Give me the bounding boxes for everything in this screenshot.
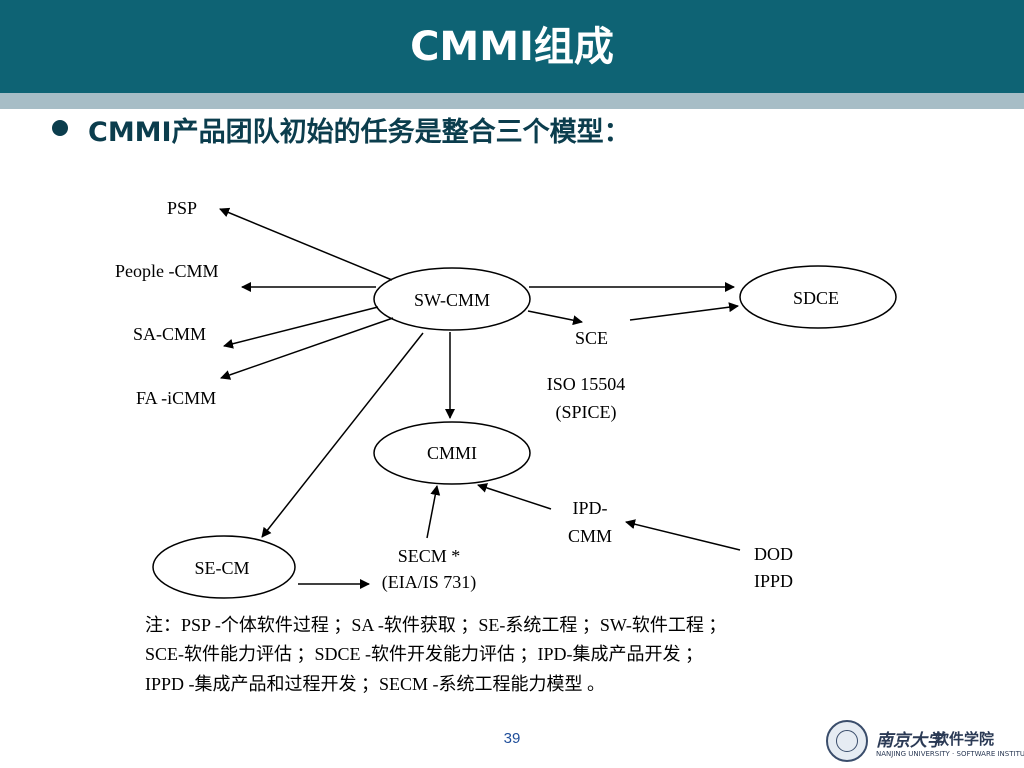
bullet-text: CMMI产品团队初始的任务是整合三个模型： xyxy=(88,117,631,148)
title-bar-stripe xyxy=(0,93,1024,109)
label-iso-15504: ISO 15504 xyxy=(547,374,626,394)
logo-department-name: 软件学院 xyxy=(934,730,995,748)
label-sw-cmm: SW-CMM xyxy=(414,290,490,310)
note-line-1: 注：PSP -个体软件过程 ；SA -软件获取 ；SE-系统工程 ；SW-软件工… xyxy=(145,615,727,635)
label-ipd: IPD- xyxy=(573,498,608,518)
cmmi-ellipse xyxy=(373,421,531,485)
logo-university-name: 南京大学 xyxy=(876,731,944,751)
label-sa-cmm: SA-CMM xyxy=(133,324,206,344)
note-line-3: IPPD -集成产品和过程开发 ；SECM -系统工程能力模型 。 xyxy=(145,674,606,694)
arrow-sw-to-secm xyxy=(261,332,424,538)
label-cmmi: CMMI xyxy=(427,443,477,463)
label-sce: SCE xyxy=(575,328,608,348)
page-number: 39 xyxy=(503,730,521,747)
se-cm-ellipse xyxy=(152,535,296,599)
arrow-sw-to-fa xyxy=(220,317,394,380)
label-ipd-cmm: CMM xyxy=(568,526,612,546)
university-logo: 南京大学 软件学院 NANJING UNIVERSITY · SOFTWARE … xyxy=(826,720,1024,766)
label-sdce: SDCE xyxy=(793,288,839,308)
arrow-sw-to-sa xyxy=(223,306,379,349)
note-line-2: SCE-软件能力评估 ；SDCE -软件开发能力评估 ；IPD-集成产品开发 ； xyxy=(145,644,704,664)
arrow-sw-to-psp xyxy=(219,207,393,281)
arrow-secm-to-cmmi xyxy=(426,485,441,539)
label-psp: PSP xyxy=(167,198,197,218)
title-bar xyxy=(0,0,1024,93)
label-eia-is-731: (EIA/IS 731) xyxy=(382,572,476,593)
label-fa-icmm: FA -iCMM xyxy=(136,388,216,408)
label-spice: (SPICE) xyxy=(555,402,616,423)
label-people-cmm: People -CMM xyxy=(115,261,219,281)
arrow-sw-to-sce xyxy=(527,310,583,326)
arrow-ipd-to-cmmi xyxy=(477,483,552,510)
logo-subtitle: NANJING UNIVERSITY · SOFTWARE INSTITUTE xyxy=(876,750,1024,758)
sdce-ellipse xyxy=(739,265,897,329)
sw-cmm-ellipse xyxy=(373,267,531,331)
slide-title: CMMI组成 xyxy=(410,24,614,70)
label-ippd: IPPD xyxy=(754,571,793,591)
bullet-dot-icon xyxy=(52,120,68,136)
label-se-cm: SE-CM xyxy=(194,558,249,578)
label-secm: SECM * xyxy=(398,546,461,566)
university-seal-icon xyxy=(826,720,868,762)
label-dod: DOD xyxy=(754,544,793,564)
arrow-sce-to-sdce xyxy=(629,302,739,321)
arrow-dod-to-ipd xyxy=(625,519,741,551)
